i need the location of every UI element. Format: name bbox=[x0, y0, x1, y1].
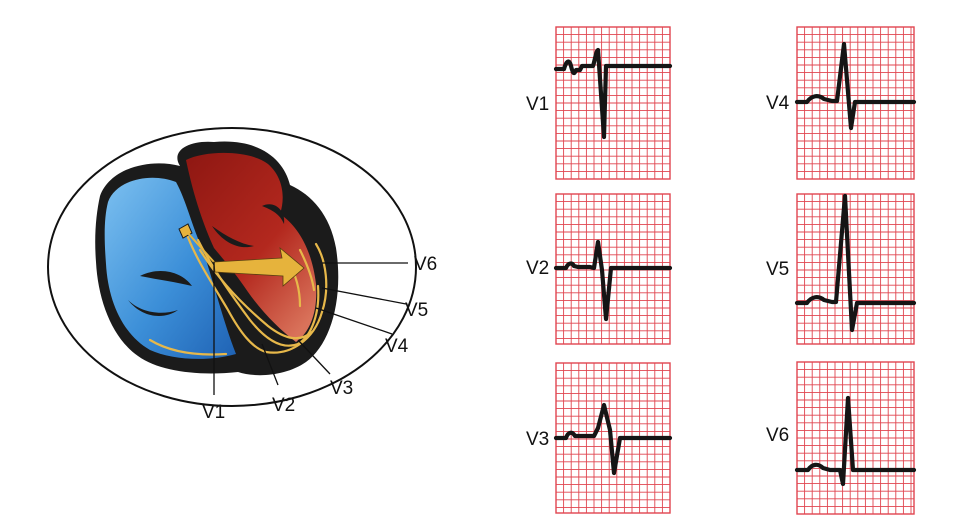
lead-label-v3: V3 bbox=[330, 378, 353, 399]
ecg-trace-v2 bbox=[553, 239, 673, 322]
lead-line-v5 bbox=[321, 287, 407, 305]
ecg-label-v6: V6 bbox=[766, 425, 789, 446]
ecg-label-v5: V5 bbox=[766, 259, 789, 280]
lead-line-v3 bbox=[297, 339, 331, 375]
ecg-panel-v2: V2 bbox=[526, 193, 673, 345]
ecg-panel-v3: V3 bbox=[526, 362, 673, 514]
ecg-panel-v5: V5 bbox=[766, 193, 917, 345]
lead-line-v4 bbox=[315, 307, 393, 335]
aortic-hook bbox=[262, 204, 285, 224]
lead-label-v1: V1 bbox=[202, 402, 225, 423]
ecg-panel-v4: V4 bbox=[766, 26, 917, 180]
conduction-system bbox=[148, 230, 328, 356]
ecg-label-v3: V3 bbox=[526, 429, 549, 450]
ecg-trace-v6 bbox=[794, 395, 917, 487]
lead-label-v5: V5 bbox=[405, 300, 428, 321]
ecg-grid-v1 bbox=[555, 26, 671, 180]
lead-label-v4: V4 bbox=[385, 336, 409, 357]
ecg-panel-v1: V1 bbox=[526, 26, 673, 180]
lead-line-v2 bbox=[261, 343, 279, 386]
left-ventricle bbox=[186, 152, 317, 342]
ecg-trace-v5 bbox=[794, 193, 917, 333]
rv-crease bbox=[140, 271, 192, 286]
septal-notch bbox=[212, 226, 254, 248]
electrical-axis-arrow bbox=[213, 246, 305, 287]
ecg-trace-v3 bbox=[553, 402, 673, 476]
ecg-label-v4: V4 bbox=[766, 93, 790, 114]
ecg-panel-v6: V6 bbox=[766, 361, 917, 515]
right-ventricle bbox=[104, 177, 236, 359]
ecg-grid-v6 bbox=[796, 361, 915, 515]
lead-label-v6: V6 bbox=[414, 254, 437, 275]
heart-illustration: V1 V2 V3 V4 V5 V6 bbox=[47, 127, 437, 423]
ecg-trace-v1 bbox=[553, 47, 673, 140]
ecg-label-v2: V2 bbox=[526, 258, 549, 279]
ecg-trace-v4 bbox=[794, 41, 917, 131]
rv-crease-2 bbox=[128, 300, 178, 316]
precordial-lead-lines bbox=[213, 262, 408, 395]
ecg-label-v1: V1 bbox=[526, 94, 549, 115]
sa-node-stem bbox=[185, 230, 215, 263]
lead-label-v2: V2 bbox=[272, 395, 295, 416]
thorax-outline bbox=[47, 127, 417, 407]
